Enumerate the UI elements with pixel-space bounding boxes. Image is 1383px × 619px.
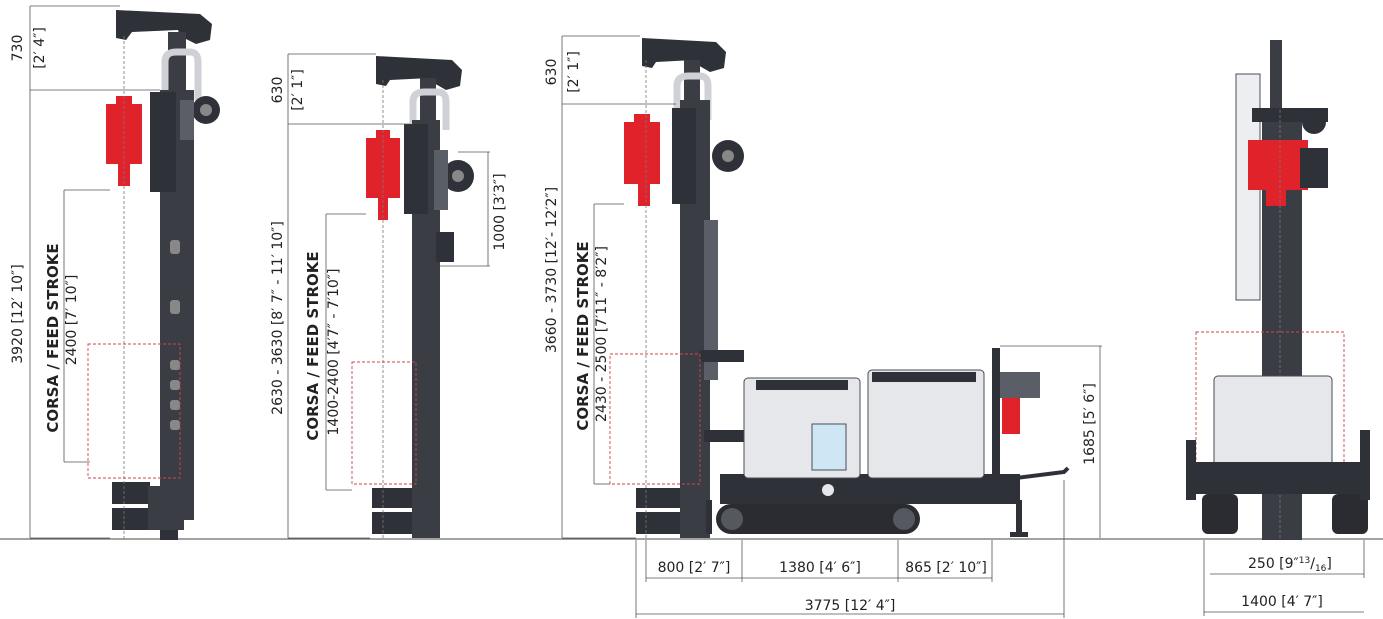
view3-top-dim: 630	[544, 59, 560, 86]
view3-overall-length: 3775 [12′ 4″]	[805, 598, 896, 614]
view1-clamp-lower	[112, 508, 150, 530]
view3-carriage	[672, 108, 696, 204]
view3-rear-unit	[1000, 372, 1040, 398]
view3-stroke-title: CORSA / FEED STROKE	[574, 241, 592, 430]
view1-total-height: 3920 [12′ 10″]	[10, 264, 26, 364]
view3-crawler-track	[716, 504, 920, 534]
view2-crown	[376, 56, 462, 90]
view3-height-right: 1685 [5′ 6″]	[1082, 383, 1098, 465]
view3-chassis	[720, 474, 1020, 504]
view3-dim-middle: 1380 [4′ 6″]	[779, 560, 861, 576]
view3-dimensions: 630 [2′ 1″] 3660 - 3730 [12′- 12′2″] COR…	[544, 35, 1102, 618]
view4-track-right	[1332, 494, 1368, 534]
view1-clamp-upper	[112, 482, 150, 504]
view3-stroke-zone	[609, 353, 701, 485]
view3-rear-red-block	[1002, 398, 1020, 434]
view3-dim-rear: 865 [2′ 10″]	[905, 560, 987, 576]
view3-crown	[642, 38, 726, 72]
view3-top-dim-imperial: [2′ 1″]	[566, 51, 582, 93]
view2-clamp-upper	[372, 488, 412, 508]
view4-chassis	[1196, 462, 1370, 494]
view2-clamp-lower	[372, 512, 412, 534]
view3-clamp-lower	[636, 512, 680, 534]
view3-stroke-value: 2430 - 2500 [7′11″ - 8′2″]	[594, 246, 610, 422]
view1-mast-top	[168, 32, 186, 92]
view1-dimensions: 730 [2′ 4″] 3920 [12′ 10″] CORSA / FEED …	[10, 5, 160, 539]
view2-stroke-title: CORSA / FEED STROKE	[304, 251, 322, 440]
view1-stroke-zone	[87, 343, 181, 479]
view2-total-height: 2630 - 3630 [8′ 7″ - 11′ 10″]	[270, 221, 286, 415]
view3-clamp-upper	[636, 488, 680, 508]
view4-dimensions: 250 [9″13/16] 1400 [4′ 7″]	[1203, 540, 1365, 616]
view4-body	[1213, 375, 1333, 471]
view2-stroke-zone	[351, 361, 417, 485]
view2-top-dim: 630	[270, 77, 286, 104]
view1-top-dim-imperial: [2′ 4″]	[32, 27, 48, 69]
view1-machine	[87, 10, 220, 540]
view2-top-dim-imperial: [2′ 1″]	[290, 69, 306, 111]
view3-hydraulic-cabinet	[867, 369, 985, 479]
view1-crown	[116, 10, 212, 44]
view3-rotary-head	[624, 122, 660, 184]
view1-stroke-title: CORSA / FEED STROKE	[44, 243, 62, 432]
view3-machine	[609, 38, 1070, 540]
view1-carriage	[150, 92, 176, 192]
view1-stroke-value: 2400 [7′ 10″]	[64, 275, 80, 366]
view2-carriage	[404, 124, 428, 214]
view3-window	[811, 423, 847, 471]
view4-machine	[1186, 40, 1370, 540]
view2-stroke-value: 1400-2400 [4′7″ - 7′10″]	[326, 269, 342, 436]
view4-offset: 250 [9″13/16]	[1248, 556, 1332, 574]
view2-side-dim: 1000 [3′3″]	[492, 173, 508, 250]
view3-dim-front: 800 [2′ 7″]	[658, 560, 731, 576]
view1-top-dim: 730	[10, 35, 26, 62]
view4-width: 1400 [4′ 7″]	[1241, 594, 1323, 610]
view4-rotary-head	[1248, 140, 1308, 190]
view4-track-left	[1202, 494, 1238, 534]
view2-dimensions: 630 [2′ 1″] 2630 - 3630 [8′ 7″ - 11′ 10″…	[270, 53, 508, 539]
view3-total-height: 3660 - 3730 [12′- 12′2″]	[544, 187, 560, 353]
view2-machine	[351, 56, 474, 540]
